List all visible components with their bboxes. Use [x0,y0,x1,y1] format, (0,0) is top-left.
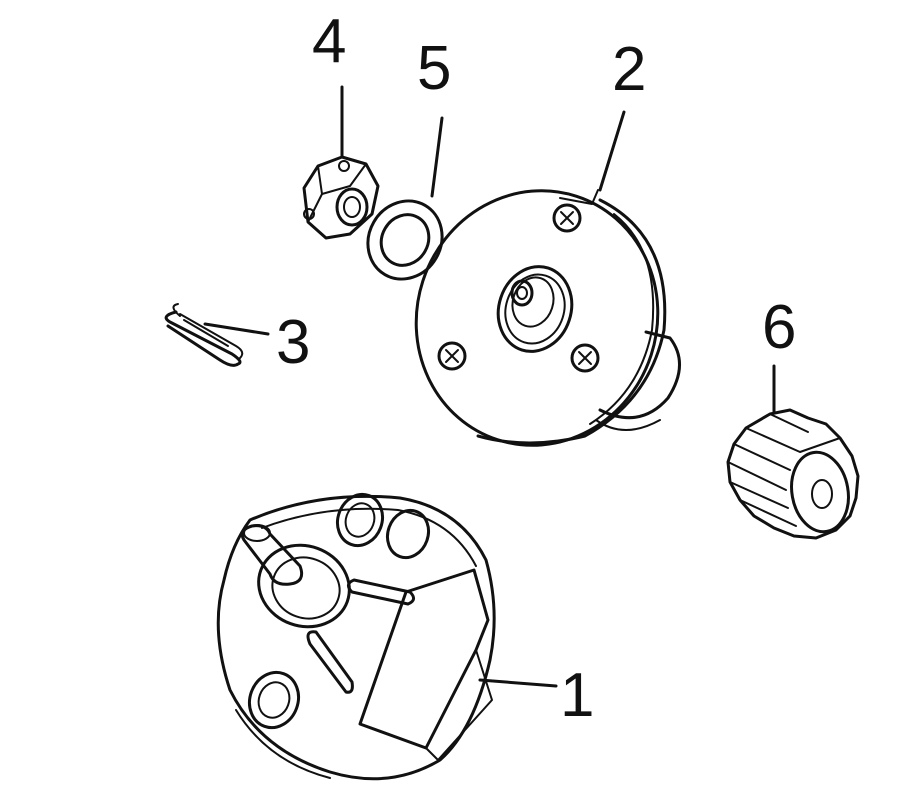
leader-1 [478,678,558,688]
part-4-nut [302,155,380,240]
part-1-pump-housing [216,492,496,781]
callout-1: 1 [560,661,594,730]
leader-5 [430,116,444,198]
callout-2: 2 [612,35,646,104]
leader-2 [598,110,626,192]
part-3-pin [164,303,244,367]
part-6-gear [726,408,860,540]
part-5-washer [366,199,444,281]
part-2-cover-plate [414,189,681,447]
callout-4: 4 [312,7,346,76]
callout-5: 5 [417,34,451,103]
callout-6: 6 [762,293,796,362]
leader-3 [203,322,270,336]
callout-3: 3 [276,308,310,377]
